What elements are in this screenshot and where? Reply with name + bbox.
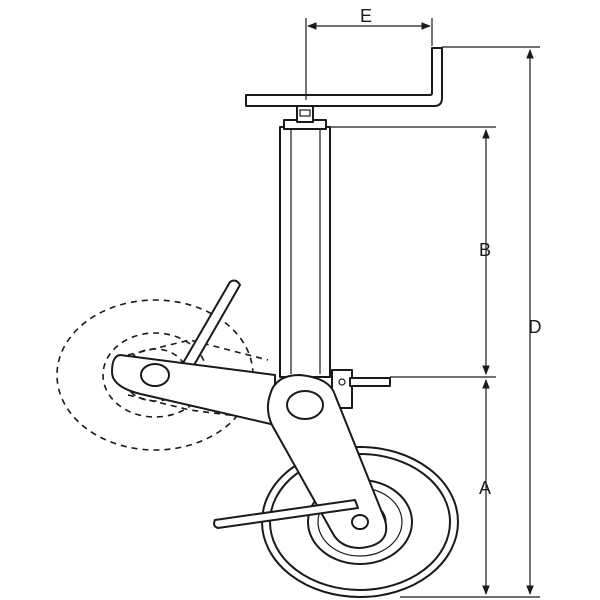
dimension-d: D [400,46,542,598]
dimension-label-b: B [479,240,491,260]
folded-lever [171,279,241,387]
locking-clamp [331,369,391,409]
dimension-a: A [479,379,491,595]
dimension-label-e: E [360,6,372,26]
support-tube [279,103,331,378]
mounting-plate [245,47,443,107]
dimension-label-d: D [529,317,542,337]
folded-arm [111,354,276,426]
dimension-label-a: A [479,478,491,498]
dimension-b: B [330,126,496,378]
wheel-lever [213,499,359,529]
dimension-e: E [305,6,433,100]
